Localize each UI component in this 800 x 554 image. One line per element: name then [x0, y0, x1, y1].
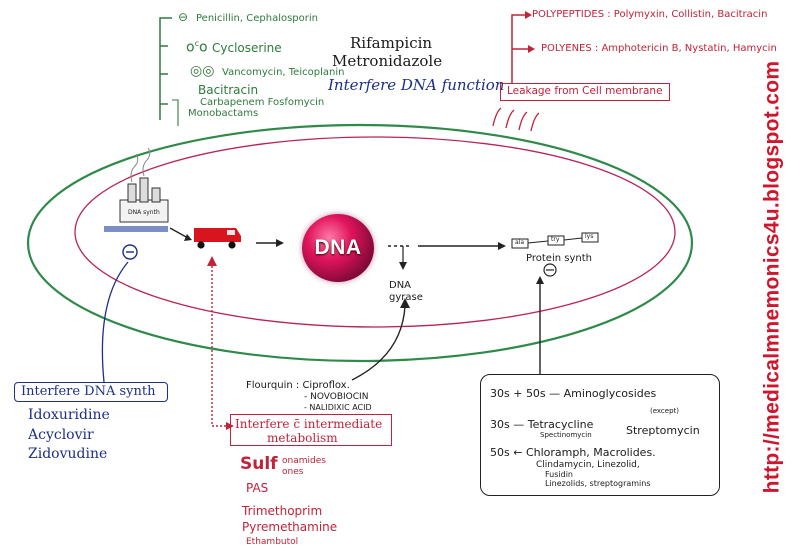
watermark: http://medicalmnemonics4u.blogspot.com	[750, 12, 794, 542]
metabolism-drug: Trimethoprim	[242, 504, 323, 518]
dna-function-label: Interfere DNA function	[328, 76, 505, 94]
protein-synth-label: Protein synth	[526, 253, 592, 264]
dna-label: DNA	[314, 236, 362, 259]
ribosome-line: Fusidin	[545, 470, 573, 479]
cell-wall-drug: Monobactams	[188, 108, 259, 119]
cell-wall-drug: Carbapenem Fosfomycin	[200, 97, 325, 108]
dna-gyrase-label: DNA gyrase	[389, 280, 423, 303]
dna-synth-drug: Idoxuridine	[28, 407, 110, 423]
metabolism-label-2: metabolism	[267, 431, 338, 445]
ribosome-line: Streptomycin	[626, 424, 700, 437]
membrane-leak-box: Leakage from Cell membrane	[500, 83, 670, 101]
ribosome-drugs-box	[480, 374, 720, 496]
dna-synth-box: Interfere DNA synth	[14, 382, 168, 402]
gyrase-drug: Flourquin : Ciproflox.	[246, 380, 350, 391]
ribosome-line: Linezolids, streptogramins	[545, 479, 651, 488]
amino-chain-icon	[511, 232, 599, 249]
polypeptides-label: POLYPEPTIDES : Polymyxin, Collistin, Bac…	[532, 9, 768, 20]
dna-synth-label: Interfere DNA synth	[21, 384, 156, 399]
protein-minus-icon	[543, 263, 557, 277]
metabolism-box: Interfere c̄ intermediate metabolism	[230, 414, 392, 446]
cell-membrane-outer	[26, 123, 694, 363]
factory-icon	[104, 147, 169, 232]
ribosome-line: (except)	[650, 407, 680, 415]
truck-icon	[194, 228, 241, 249]
dna-synth-drug: Zidovudine	[28, 446, 108, 462]
polyenes-label: POLYENES : Amphotericin B, Nystatin, Ham…	[541, 43, 777, 54]
metabolism-label: Interfere c̄ intermediate	[235, 417, 383, 431]
ribosome-line: 50s ← Chloramph, Macrolides.	[490, 446, 656, 459]
metabolism-drug: Ethambutol	[246, 537, 299, 547]
minus-circle-icon	[122, 244, 138, 260]
cell-wall-drug: Cycloserine	[212, 41, 282, 55]
metronidazole-label: Metronidazole	[332, 52, 443, 70]
cell-wall-bracket	[159, 17, 172, 120]
metabolism-drug: Pyremethamine	[242, 520, 338, 534]
sulf-label: Sulf	[240, 454, 278, 474]
ribosome-line: 30s + 50s — Aminoglycosides	[490, 387, 657, 400]
sulfonamides-label: onamides	[282, 456, 326, 466]
dna-synth-drug: Acyclovir	[28, 427, 94, 443]
cycloserine-mark-icon: oco	[186, 39, 208, 56]
ribosome-line: 30s — Tetracycline	[490, 418, 594, 431]
cell-wall-drug: Penicillin, Cephalosporin	[196, 13, 318, 24]
cell-wall-minus-icon: ⊖	[178, 10, 189, 24]
cell-wall-drug: Bacitracin	[198, 83, 259, 97]
cell-wall-drug: Vancomycin, Teicoplanin	[222, 67, 345, 78]
cell-membrane-inner	[74, 136, 676, 328]
amino-acid-label: lys	[585, 233, 594, 240]
watermark-text: http://medicalmnemonics4u.blogspot.com	[760, 60, 783, 494]
factory-label: DNA synth	[128, 209, 160, 216]
gyrase-drug: - NOVOBIOCIN	[304, 392, 369, 402]
sulfones-label: ones	[282, 467, 304, 477]
ribosome-line: Clindamycin, Linezolid,	[536, 460, 640, 470]
rifampicin-label: Rifampicin	[350, 34, 433, 52]
metabolism-drug: PAS	[246, 481, 269, 495]
ribosome-line: Spectinomycin	[540, 431, 592, 439]
membrane-leak-label: Leakage from Cell membrane	[507, 85, 663, 97]
amino-acid-label: ala	[515, 239, 525, 246]
vancomycin-mark-icon: ◎◎	[190, 63, 215, 79]
amino-acid-label: try	[551, 236, 560, 243]
gyrase-drug: - NALIDIXIC ACID	[304, 403, 372, 412]
leak-marks-icon	[492, 107, 540, 132]
membrane-bracket	[511, 14, 525, 84]
dna-sphere-icon: DNA	[302, 214, 374, 282]
